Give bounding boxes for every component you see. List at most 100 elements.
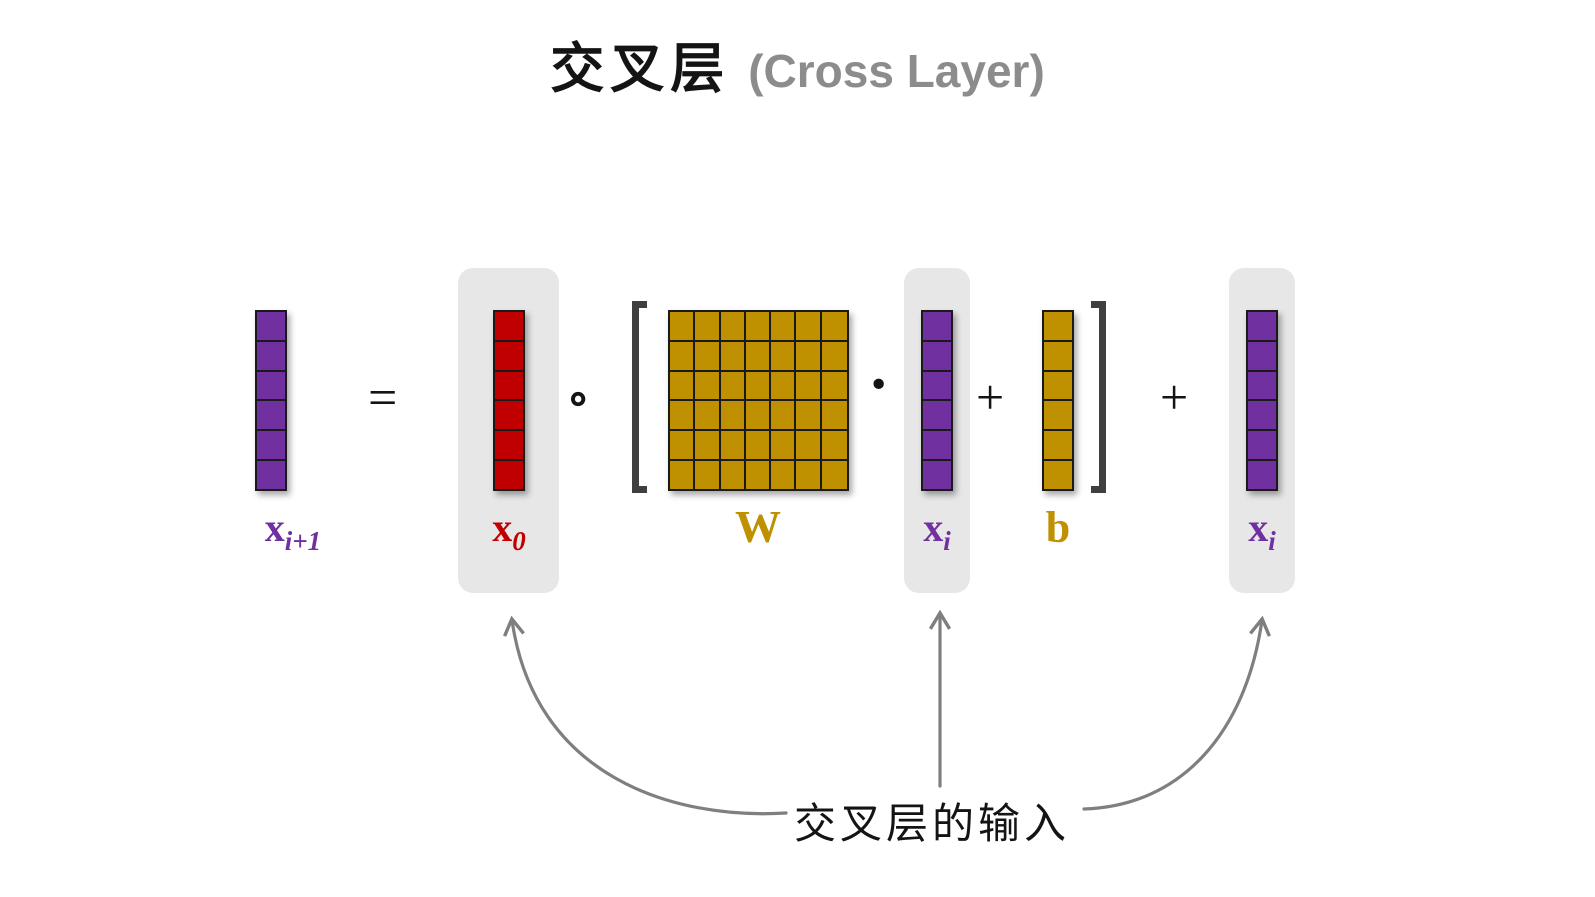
equals-operator: = <box>368 370 398 427</box>
matrix-cell <box>745 371 772 402</box>
dot-operator: · <box>868 348 890 419</box>
vector-cell <box>1248 371 1276 402</box>
matrix-cell <box>796 341 822 372</box>
matrix-cell <box>720 371 746 402</box>
matrix-cell <box>695 341 721 372</box>
vector-cell <box>1044 371 1072 402</box>
matrix-cell <box>745 431 772 462</box>
matrix-cell <box>821 401 847 432</box>
vector-cell <box>923 431 951 462</box>
matrix-cell <box>821 312 847 342</box>
matrix-cell <box>720 341 746 372</box>
matrix-cell <box>720 312 746 342</box>
label-base: x <box>492 505 513 550</box>
label-x-i-plus-1: xi+1 <box>218 506 368 557</box>
vector-cell <box>1044 312 1072 342</box>
matrix-cell <box>796 431 822 462</box>
matrix-cell <box>670 401 696 432</box>
vector-cell <box>257 461 285 489</box>
left-bracket <box>632 301 647 493</box>
matrix-cell <box>796 461 822 489</box>
matrix-cell <box>821 372 847 402</box>
label-subscript: i <box>1268 526 1276 556</box>
label-b: b <box>1045 503 1071 552</box>
label-base: x <box>923 505 944 550</box>
label-subscript: i+1 <box>284 526 322 556</box>
matrix-cell <box>670 461 696 489</box>
vector-cell <box>495 461 523 489</box>
label-x0: x0 <box>468 506 550 557</box>
matrix-cell <box>745 341 772 372</box>
title-chinese: 交叉层 <box>550 39 731 99</box>
vector-cell <box>1044 341 1072 372</box>
label-base: x <box>264 505 285 550</box>
vector-cell <box>495 371 523 402</box>
matrix-cell <box>695 371 721 402</box>
vector-cell <box>1248 431 1276 462</box>
matrix-cell <box>771 371 797 402</box>
vector-cell <box>495 312 523 342</box>
label-xi: xi <box>898 506 976 557</box>
vector-x0 <box>493 310 525 491</box>
vector-cell <box>495 341 523 372</box>
vector-cell <box>923 461 951 489</box>
label-xi-residual: xi <box>1223 506 1301 557</box>
vector-cell <box>923 312 951 342</box>
matrix-cell <box>746 461 772 489</box>
vector-cell <box>923 371 951 402</box>
vector-xi <box>921 310 953 491</box>
label-subscript: 0 <box>512 526 526 556</box>
matrix-cell <box>670 341 696 372</box>
matrix-cell <box>695 401 721 432</box>
vector-cell <box>1248 312 1276 342</box>
vector-cell <box>1248 341 1276 372</box>
matrix-cell <box>821 342 847 372</box>
matrix-cell <box>796 401 822 432</box>
vector-b <box>1042 310 1074 491</box>
matrix-w <box>668 310 849 491</box>
right-bracket <box>1091 301 1106 493</box>
vector-cell <box>1248 461 1276 489</box>
vector-cell <box>1044 461 1072 489</box>
vector-cell <box>495 431 523 462</box>
vector-cell <box>923 401 951 432</box>
title-english: (Cross Layer) <box>748 45 1045 97</box>
annotation-cross-layer-input: 交叉层的输入 <box>793 802 1070 848</box>
plus-operator-inner: + <box>976 369 1005 425</box>
vector-cell <box>257 371 285 402</box>
plus-operator-outer: + <box>1160 369 1189 425</box>
matrix-cell <box>745 401 772 432</box>
vector-cell <box>1044 401 1072 432</box>
matrix-cell <box>695 312 721 342</box>
vector-xi-residual <box>1246 310 1278 491</box>
arrow-to-xi-residual <box>1082 615 1271 811</box>
matrix-cell <box>695 431 721 462</box>
matrix-cell <box>670 431 696 462</box>
matrix-cell <box>670 312 696 342</box>
matrix-cell <box>670 371 696 402</box>
matrix-cell <box>771 341 797 372</box>
matrix-cell <box>822 461 847 489</box>
arrow-to-x0 <box>503 615 788 816</box>
vector-cell <box>495 401 523 432</box>
matrix-cell <box>821 431 847 462</box>
vector-cell <box>257 341 285 372</box>
matrix-cell <box>796 312 822 342</box>
matrix-cell <box>745 312 772 342</box>
matrix-cell <box>771 431 797 462</box>
matrix-cell <box>796 371 822 402</box>
vector-cell <box>257 312 285 342</box>
vector-x-i-plus-1 <box>255 310 287 491</box>
matrix-cell <box>720 431 746 462</box>
matrix-cell <box>720 401 746 432</box>
page-title: 交叉层 (Cross Layer) <box>0 24 1595 103</box>
matrix-cell <box>771 461 797 489</box>
matrix-cell <box>721 461 746 489</box>
matrix-cell <box>771 312 797 342</box>
matrix-cell <box>771 401 797 432</box>
vector-cell <box>1248 401 1276 432</box>
matrix-cell <box>695 461 721 489</box>
hadamard-operator: ∘ <box>565 376 592 422</box>
label-base: x <box>1248 505 1269 550</box>
